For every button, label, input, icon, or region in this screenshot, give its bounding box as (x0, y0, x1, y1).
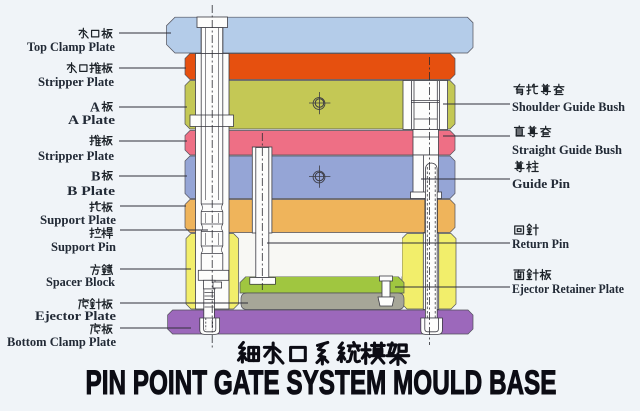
svg-text:A: A (90, 101, 101, 116)
svg-text:Straight Guide Bush: Straight Guide Bush (512, 142, 623, 157)
svg-text:Support Plate: Support Plate (40, 212, 116, 227)
svg-text:A Plate: A Plate (68, 112, 115, 127)
svg-text:Spacer Block: Spacer Block (46, 274, 116, 289)
svg-text:Ejector Retainer Plate: Ejector Retainer Plate (512, 281, 624, 296)
svg-text:Stripper Plate: Stripper Plate (38, 148, 114, 163)
svg-text:B Plate: B Plate (67, 183, 115, 198)
svg-text:Guide Pin: Guide Pin (512, 176, 571, 191)
svg-text:Top Clamp Plate: Top Clamp Plate (27, 39, 115, 54)
svg-text:Ejector Plate: Ejector Plate (35, 308, 116, 323)
svg-text:Shoulder Guide Bush: Shoulder Guide Bush (512, 99, 626, 114)
svg-text:Bottom Clamp Plate: Bottom Clamp Plate (7, 334, 116, 349)
svg-text:B: B (91, 170, 100, 185)
svg-text:PIN POINT GATE SYSTEM MOULD BA: PIN POINT GATE SYSTEM MOULD BASE (86, 364, 557, 402)
svg-text:Return Pin: Return Pin (512, 236, 570, 251)
svg-text:Support Pin: Support Pin (51, 239, 117, 254)
svg-text:Stripper Plate: Stripper Plate (38, 74, 114, 89)
